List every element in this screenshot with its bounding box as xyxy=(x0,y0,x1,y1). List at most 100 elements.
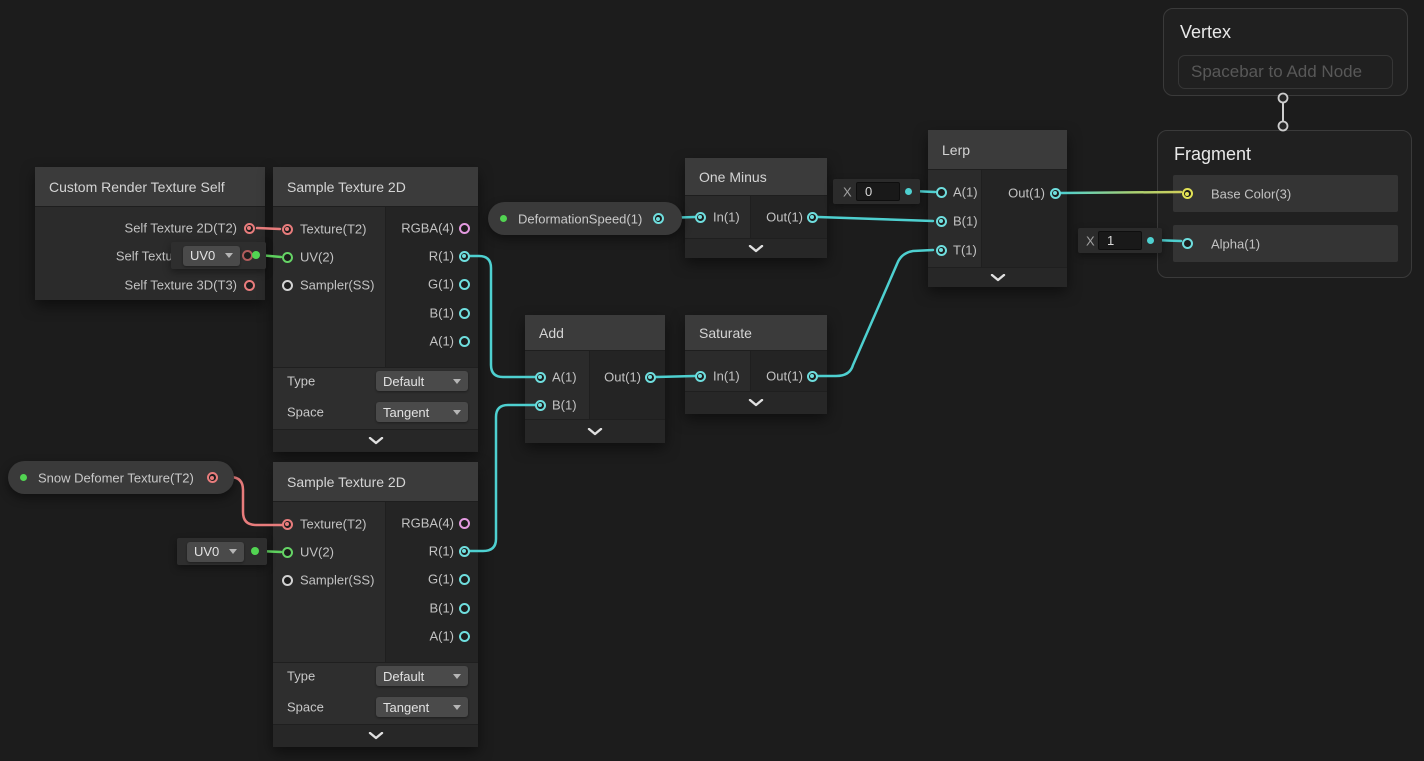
uv-channel-dropdown[interactable]: UV0 xyxy=(183,245,240,266)
space-dropdown[interactable]: Tangent xyxy=(376,402,468,422)
port-label: B(1) xyxy=(552,397,577,413)
node-saturate[interactable]: Saturate In(1) Out(1) xyxy=(685,315,827,414)
node-title: Saturate xyxy=(699,324,752,341)
port-label: Alpha(1) xyxy=(1211,236,1261,251)
port-alpha[interactable] xyxy=(1181,238,1193,249)
chevron-down-icon xyxy=(368,437,383,445)
port-out[interactable] xyxy=(644,371,656,383)
collapse-chevron[interactable] xyxy=(525,419,665,443)
number-input[interactable]: 1 xyxy=(1098,231,1142,250)
node-title: Add xyxy=(539,324,564,341)
port-label: Out(1) xyxy=(766,368,803,384)
node-title: Custom Render Texture Self xyxy=(49,178,225,195)
port-property-out[interactable] xyxy=(206,472,218,483)
collapse-chevron[interactable] xyxy=(928,267,1067,287)
chevron-down-icon xyxy=(748,244,764,252)
port-b-output[interactable] xyxy=(458,307,470,319)
uv-channel-dropdown[interactable]: UV0 xyxy=(187,541,244,562)
node-input-column xyxy=(685,351,751,391)
port-texture-input[interactable] xyxy=(281,518,293,530)
collapse-chevron[interactable] xyxy=(685,238,827,258)
wire-saturate-to-lerp-t[interactable] xyxy=(816,248,935,378)
port-property-out[interactable] xyxy=(652,213,664,224)
port-uv-input[interactable] xyxy=(281,251,293,263)
property-snow-deformer-texture[interactable]: Snow Defomer Texture(T2) xyxy=(8,461,234,494)
node-title: One Minus xyxy=(699,168,767,185)
port-out[interactable] xyxy=(806,211,818,223)
port-rgba-output[interactable] xyxy=(458,517,470,529)
chevron-down-icon xyxy=(368,732,383,740)
port-label: R(1) xyxy=(428,543,454,559)
node-title-bar[interactable]: Add xyxy=(525,315,665,351)
property-exposed-dot-icon xyxy=(20,474,27,481)
port-texture-input[interactable] xyxy=(281,223,293,235)
port-g-output[interactable] xyxy=(458,278,470,290)
space-dropdown[interactable]: Tangent xyxy=(376,697,468,717)
node-fragment-stack[interactable]: Fragment Base Color(3) Alpha(1) xyxy=(1157,130,1412,278)
node-title-bar[interactable]: Lerp xyxy=(928,130,1067,170)
node-vertex-stack[interactable]: Vertex Spacebar to Add Node xyxy=(1163,8,1408,96)
port-a-input[interactable] xyxy=(534,371,546,383)
port-b-input[interactable] xyxy=(534,399,546,411)
port-self-texture-3d[interactable] xyxy=(243,279,255,291)
port-label: UV(2) xyxy=(300,249,334,265)
node-title: Lerp xyxy=(942,141,971,158)
port-a-output[interactable] xyxy=(458,630,470,642)
uv-default-widget-top: UV0 xyxy=(171,242,266,269)
port-a-input[interactable] xyxy=(935,186,947,198)
add-node-field[interactable]: Spacebar to Add Node xyxy=(1178,55,1393,89)
port-b-input[interactable] xyxy=(935,215,947,227)
node-title: Sample Texture 2D xyxy=(287,473,406,490)
port-label: Out(1) xyxy=(1008,185,1045,201)
fragment-row-base-color[interactable]: Base Color(3) xyxy=(1173,175,1398,212)
wire-oneminus-to-lerp-b[interactable] xyxy=(816,215,935,223)
port-out[interactable] xyxy=(1049,187,1061,199)
port-g-output[interactable] xyxy=(458,573,470,585)
port-in[interactable] xyxy=(694,211,706,223)
x-default-widget-alpha: X 1 xyxy=(1078,228,1162,253)
x-field-label: X xyxy=(843,184,852,199)
port-sampler-input[interactable] xyxy=(281,574,293,586)
node-custom-render-texture-self[interactable]: Custom Render Texture Self Self Texture … xyxy=(35,167,265,300)
node-lerp[interactable]: Lerp A(1) B(1) T(1) Out(1) xyxy=(928,130,1067,287)
port-sampler-input[interactable] xyxy=(281,279,293,291)
chevron-down-icon xyxy=(990,273,1005,281)
collapse-chevron[interactable] xyxy=(273,429,478,452)
fragment-row-alpha[interactable]: Alpha(1) xyxy=(1173,225,1398,262)
port-a-output[interactable] xyxy=(458,335,470,347)
number-input[interactable]: 0 xyxy=(856,182,900,201)
port-in[interactable] xyxy=(694,370,706,382)
port-b-output[interactable] xyxy=(458,602,470,614)
uv-connector-dot xyxy=(251,547,259,555)
port-base-color[interactable] xyxy=(1181,188,1193,199)
value-connector-dot xyxy=(1146,236,1154,244)
port-out[interactable] xyxy=(806,370,818,382)
port-r-output[interactable] xyxy=(458,250,470,262)
node-title-bar[interactable]: Custom Render Texture Self xyxy=(35,167,265,207)
port-t-input[interactable] xyxy=(935,244,947,256)
node-add[interactable]: Add A(1) B(1) Out(1) xyxy=(525,315,665,443)
property-deformation-speed[interactable]: DeformationSpeed(1) xyxy=(488,202,682,235)
node-sample-texture-2d-bottom[interactable]: Sample Texture 2D Texture(T2) UV(2) Samp… xyxy=(273,462,478,747)
collapse-chevron[interactable] xyxy=(685,391,827,414)
node-title-bar[interactable]: Saturate xyxy=(685,315,827,351)
port-label: R(1) xyxy=(428,248,454,264)
port-occluded[interactable] xyxy=(241,249,253,261)
port-rgba-output[interactable] xyxy=(458,222,470,234)
node-title-bar[interactable]: Sample Texture 2D xyxy=(273,167,478,207)
node-title-bar[interactable]: Sample Texture 2D xyxy=(273,462,478,502)
dropdown-arrow-icon xyxy=(453,704,461,710)
port-self-texture-2d[interactable] xyxy=(243,222,255,234)
node-title-bar[interactable]: One Minus xyxy=(685,158,827,196)
collapse-chevron[interactable] xyxy=(273,724,478,747)
node-sample-texture-2d-top[interactable]: Sample Texture 2D Texture(T2) UV(2) Samp… xyxy=(273,167,478,452)
chevron-down-icon xyxy=(587,427,603,435)
type-dropdown[interactable]: Default xyxy=(376,666,468,686)
port-r-output[interactable] xyxy=(458,545,470,557)
type-dropdown[interactable]: Default xyxy=(376,371,468,391)
port-uv-input[interactable] xyxy=(281,546,293,558)
node-one-minus[interactable]: One Minus In(1) Out(1) xyxy=(685,158,827,258)
port-label: Self Texture 2D(T2) xyxy=(124,220,237,236)
stack-title: Vertex xyxy=(1180,22,1232,42)
